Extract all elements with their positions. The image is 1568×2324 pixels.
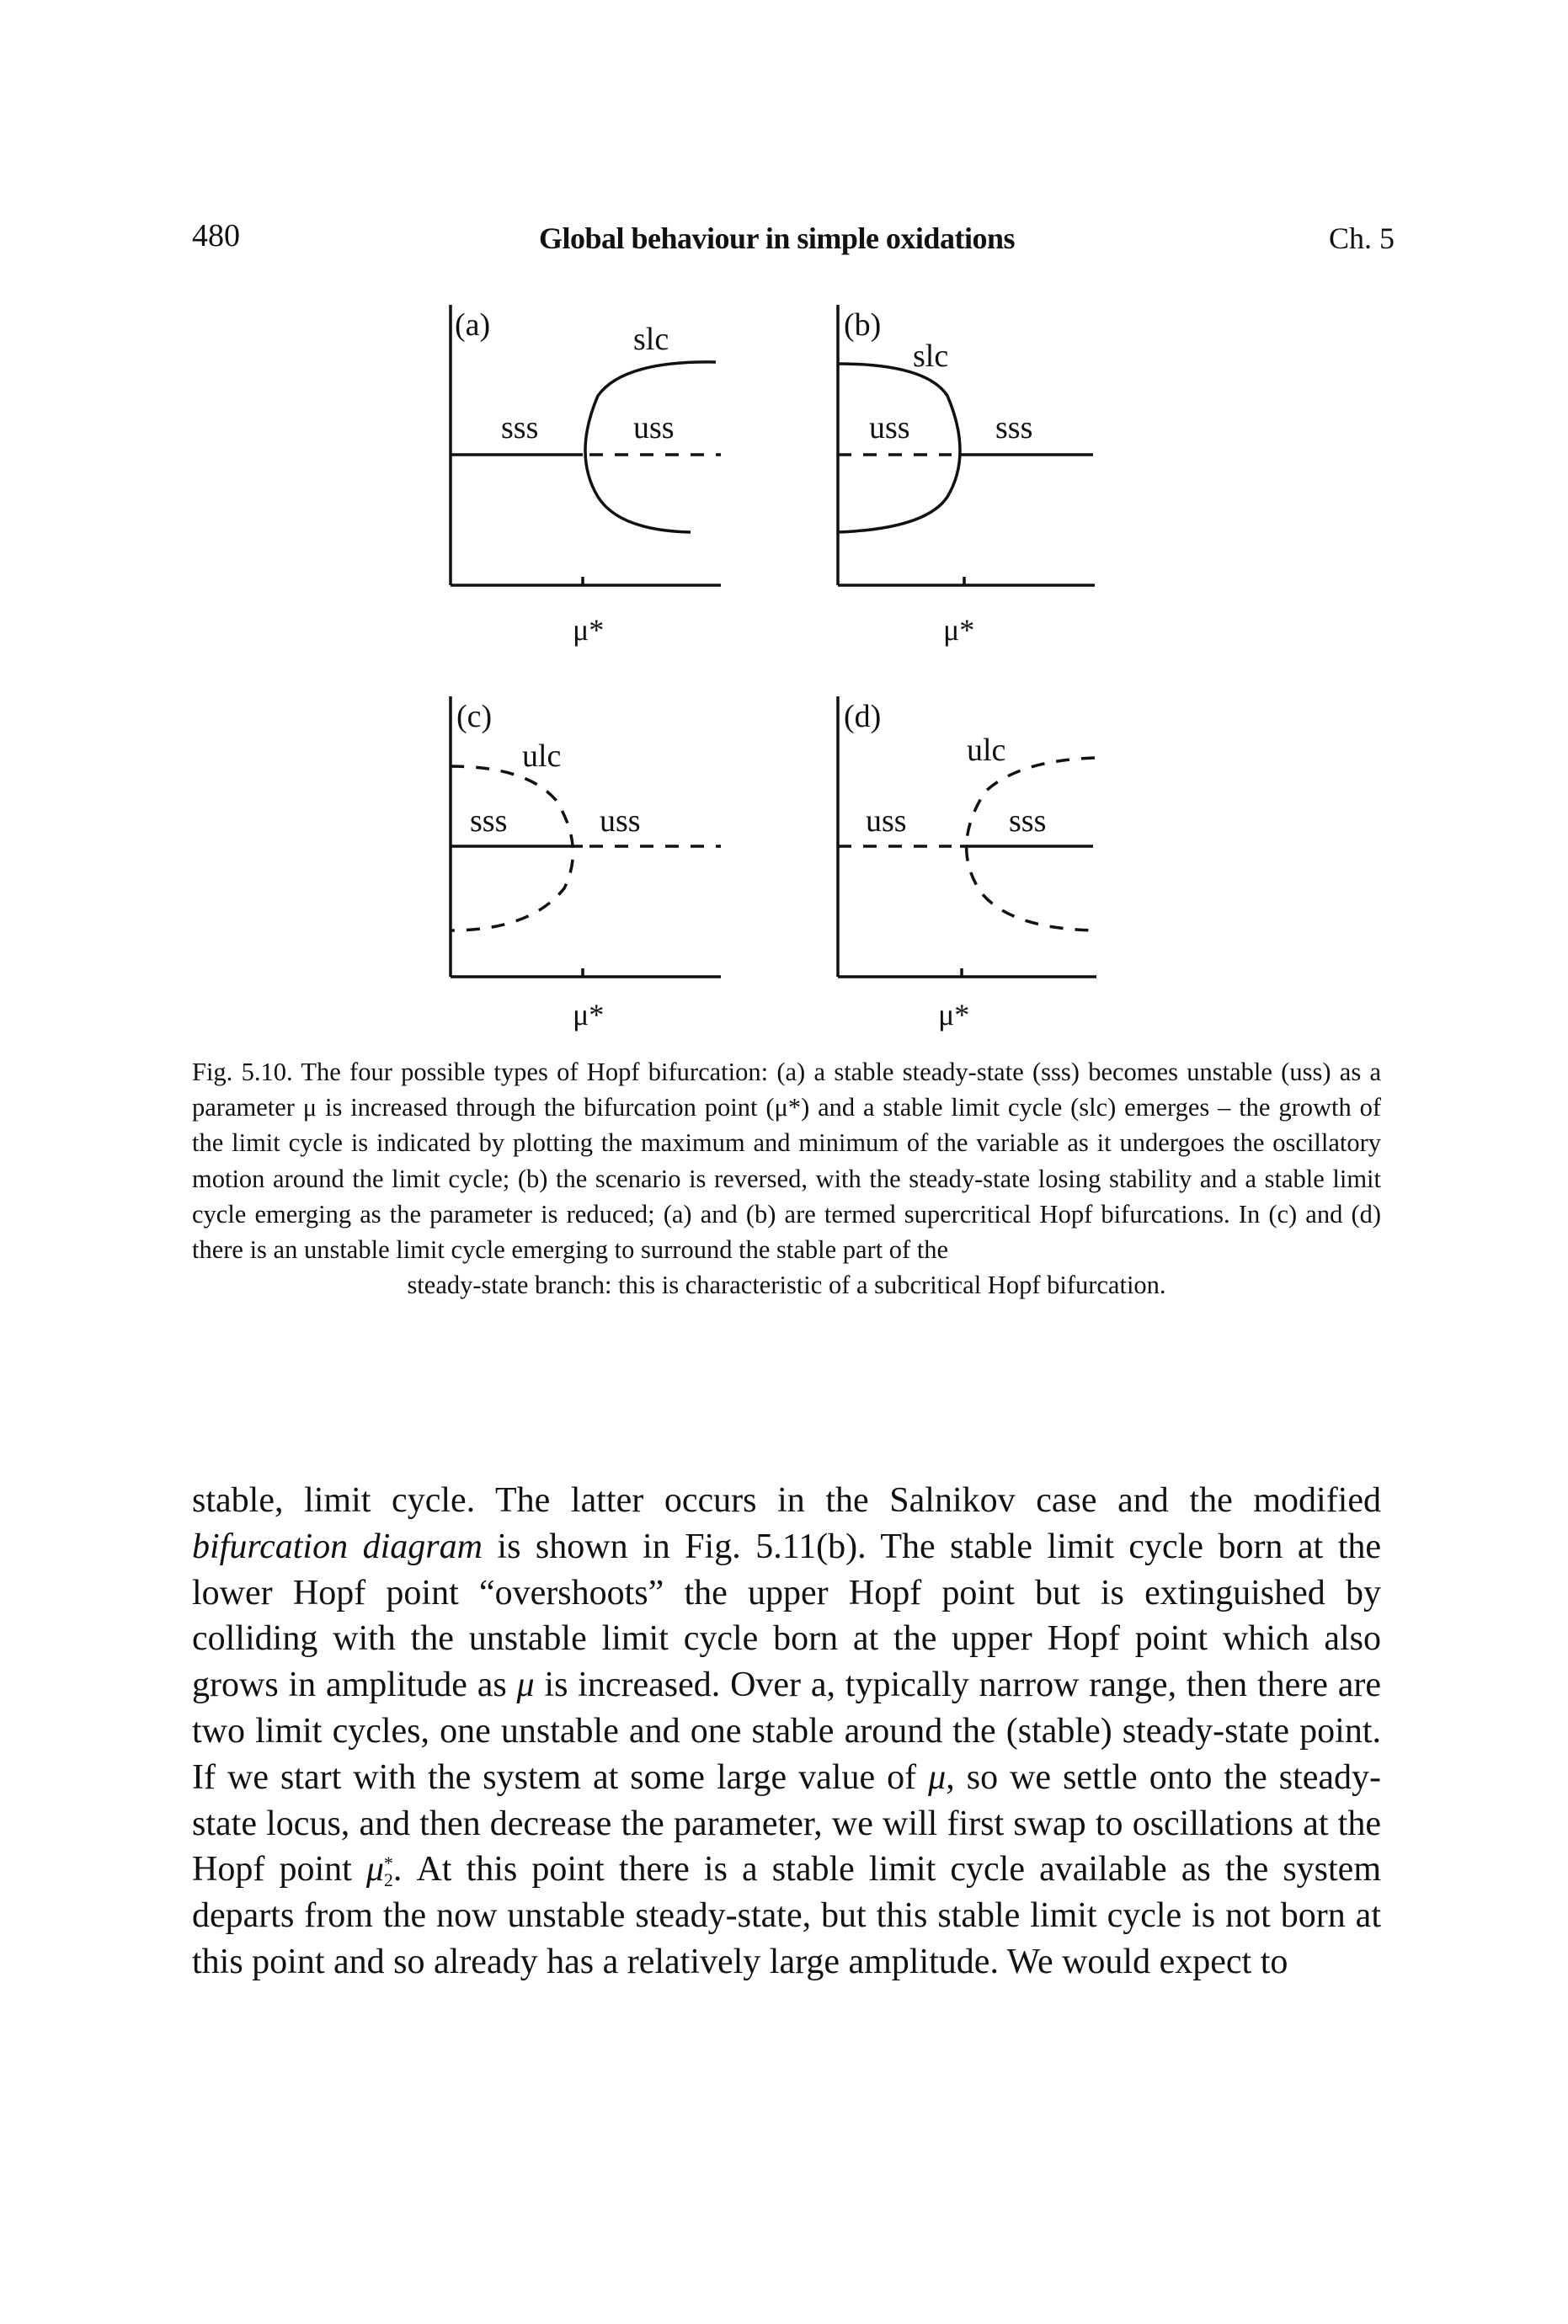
caption-line: and minimum of the variable as it underg…	[192, 1128, 1382, 1193]
axis-label-mu-star: μ*	[938, 998, 969, 1031]
panel-label: (c)	[456, 699, 492, 734]
branch-label-upper: ulc	[967, 733, 1005, 768]
axis-label-mu-star: μ*	[573, 998, 604, 1031]
math-subscript: 2	[384, 1869, 393, 1890]
math-symbol-mu: μ	[928, 1757, 947, 1797]
caption-line: steady-state branch: this is characteris…	[407, 1271, 1166, 1300]
chapter-label: Ch. 5	[1329, 221, 1395, 255]
branch-label-upper: slc	[913, 338, 948, 374]
figure-panel-d: (d) ulc uss sss μ*	[836, 696, 1096, 1031]
running-title: Global behaviour in simple oxidations	[539, 221, 1015, 255]
branch-label-right: sss	[995, 410, 1032, 445]
panel-label: (a)	[455, 307, 490, 343]
branch-label-left: sss	[501, 410, 538, 445]
panel-label: (b)	[844, 307, 881, 343]
caption-line: emerging as the parameter is reduced; (a…	[254, 1199, 1230, 1229]
limit-cycle-curve	[584, 360, 717, 534]
branch-label-left: uss	[869, 410, 910, 445]
figure-panel-b: (b) slc uss sss μ*	[836, 305, 1095, 647]
caption-line: (b) the scenario is reversed, with the s…	[192, 1164, 1381, 1229]
panel-label: (d)	[844, 699, 881, 734]
branch-label-upper: slc	[633, 322, 669, 357]
math-superscript: *	[384, 1853, 393, 1874]
caption-line: limit cycle (slc) emerges – the growth o…	[192, 1093, 1382, 1158]
body-text-segment: is increased. Over a, typically narrow r…	[192, 1666, 1382, 1797]
page-number: 480	[192, 218, 240, 253]
figure-caption: Fig. 5.10. The four possible types of Ho…	[192, 1054, 1381, 1303]
figure-panel-c: (c) ulc sss uss μ*	[449, 696, 721, 1031]
body-text-segment: stable, limit cycle. The latter occurs i…	[192, 1481, 1381, 1520]
limit-cycle-curve	[837, 362, 962, 534]
branch-label-right: uss	[633, 410, 675, 445]
axis-label-mu-star: μ*	[943, 613, 974, 647]
math-symbol-mu-2-star: μ*2	[366, 1850, 393, 1889]
branch-label-upper: ulc	[522, 738, 561, 774]
body-text-segment: . At this point there is a stable limit …	[192, 1850, 1381, 1981]
body-text-segment: is shown in Fig. 5.11(b). The stable lim…	[192, 1527, 1381, 1705]
math-symbol-mu: μ	[516, 1666, 535, 1705]
branch-label-right: sss	[1009, 803, 1046, 839]
axis-label-mu-star: μ*	[573, 613, 604, 647]
caption-line: unstable (uss) as a parameter μ is incre…	[192, 1058, 1382, 1122]
figure-panel-a: (a) slc sss uss μ*	[449, 305, 721, 647]
branch-label-right: uss	[600, 803, 641, 839]
body-text-segment: , so we settle onto the steady-state loc…	[192, 1757, 1381, 1890]
branch-label-left: sss	[470, 803, 507, 839]
body-paragraph: stable, limit cycle. The latter occurs i…	[192, 1478, 1381, 1986]
caption-line: Fig. 5.10. The four possible types of Ho…	[192, 1058, 1178, 1086]
branch-label-left: uss	[866, 803, 907, 839]
math-base: μ	[365, 1850, 384, 1890]
caption-line: In (c) and (d) there is an unstable limi…	[192, 1199, 1382, 1265]
unstable-limit-cycle-curve	[965, 756, 1096, 932]
body-text-emphasis: bifurcation diagram	[192, 1527, 483, 1566]
unstable-limit-cycle-curve	[450, 765, 575, 932]
